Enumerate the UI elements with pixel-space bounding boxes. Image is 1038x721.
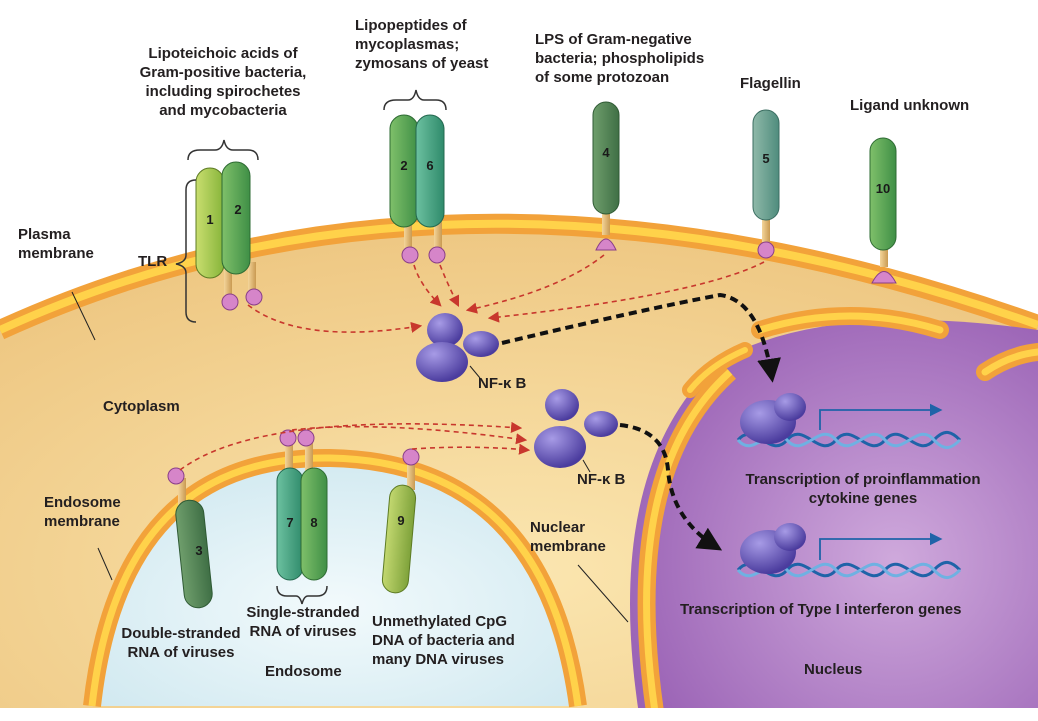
label-double-stranded-rna: Double-stranded RNA of viruses xyxy=(121,625,241,661)
tlr9-number: 9 xyxy=(397,513,404,528)
tlr8-number: 8 xyxy=(310,515,317,530)
label-nucleus: Nucleus xyxy=(804,661,863,678)
label-plasma-membrane: Plasma membrane xyxy=(18,226,94,262)
tlr2-tlr6-receptor: 2 6 xyxy=(389,114,446,264)
tlr6-number: 6 xyxy=(426,158,433,173)
dna-helix-top xyxy=(736,393,962,449)
leader-lines xyxy=(71,291,629,623)
brace-tlr7-tlr8 xyxy=(276,585,328,605)
label-nuclear-membrane: Nuclear membrane xyxy=(530,519,606,555)
tlr7-number: 7 xyxy=(286,515,293,530)
brace-tlr-group xyxy=(175,179,197,323)
nucleus-region xyxy=(630,320,1038,721)
tlr10-receptor: 10 xyxy=(869,137,897,284)
nfkb-complex-bottom xyxy=(534,389,618,473)
label-lipopeptides: Lipopeptides of mycoplasmas; zymosans of… xyxy=(355,17,489,72)
brace-tlr1-tlr2 xyxy=(187,139,259,161)
brace-tlr2-tlr6 xyxy=(383,89,447,111)
tlr5-number: 5 xyxy=(762,151,769,166)
tlr2-receptor: 2 xyxy=(221,161,263,306)
label-tlr: TLR xyxy=(138,253,168,270)
endosome-region xyxy=(92,457,578,706)
label-transcription-interferon: Transcription of Type I interferon genes xyxy=(680,601,962,618)
nfkb-complex-top xyxy=(416,313,499,382)
label-cytoplasm: Cytoplasm xyxy=(103,398,180,415)
label-flagellin: Flagellin xyxy=(740,75,801,92)
tlr1-receptor: 1 xyxy=(195,167,239,311)
label-lipoteichoic-acids: Lipoteichoic acids of Gram-positive bact… xyxy=(139,45,307,119)
label-ligand-unknown: Ligand unknown xyxy=(850,97,970,114)
label-nfkb-bottom: NF-κ B xyxy=(577,471,626,488)
dna-helix-bottom xyxy=(736,523,962,579)
tlr3-receptor: 3 xyxy=(167,467,213,609)
label-unmethylated-cpg: Unmethylated CpG DNA of bacteria and man… xyxy=(372,613,515,668)
tlr2-number: 2 xyxy=(234,202,241,217)
tlr9-receptor: 9 xyxy=(381,448,420,594)
tlr7-tlr8-receptor: 7 8 xyxy=(276,429,328,581)
label-transcription-proinflammation: Transcription of proinflammation cytokin… xyxy=(745,471,981,507)
tlr4-receptor: 4 xyxy=(592,101,620,251)
tlr1-number: 1 xyxy=(206,212,213,227)
tlr2b-number: 2 xyxy=(400,158,407,173)
tlr3-number: 3 xyxy=(195,543,202,558)
label-endosome-membrane: Endosome membrane xyxy=(44,494,121,530)
label-nfkb-top: NF-κ B xyxy=(478,375,527,392)
tlr4-number: 4 xyxy=(602,145,610,160)
tlr5-receptor: 5 xyxy=(752,109,780,259)
label-endosome: Endosome xyxy=(265,663,342,680)
label-lps: LPS of Gram-negative bacteria; phospholi… xyxy=(535,31,705,86)
signal-arrows xyxy=(179,254,765,471)
label-single-stranded-rna: Single-stranded RNA of viruses xyxy=(246,604,360,640)
nuclear-translocation-arrows xyxy=(501,292,781,551)
tlr10-number: 10 xyxy=(876,181,890,196)
